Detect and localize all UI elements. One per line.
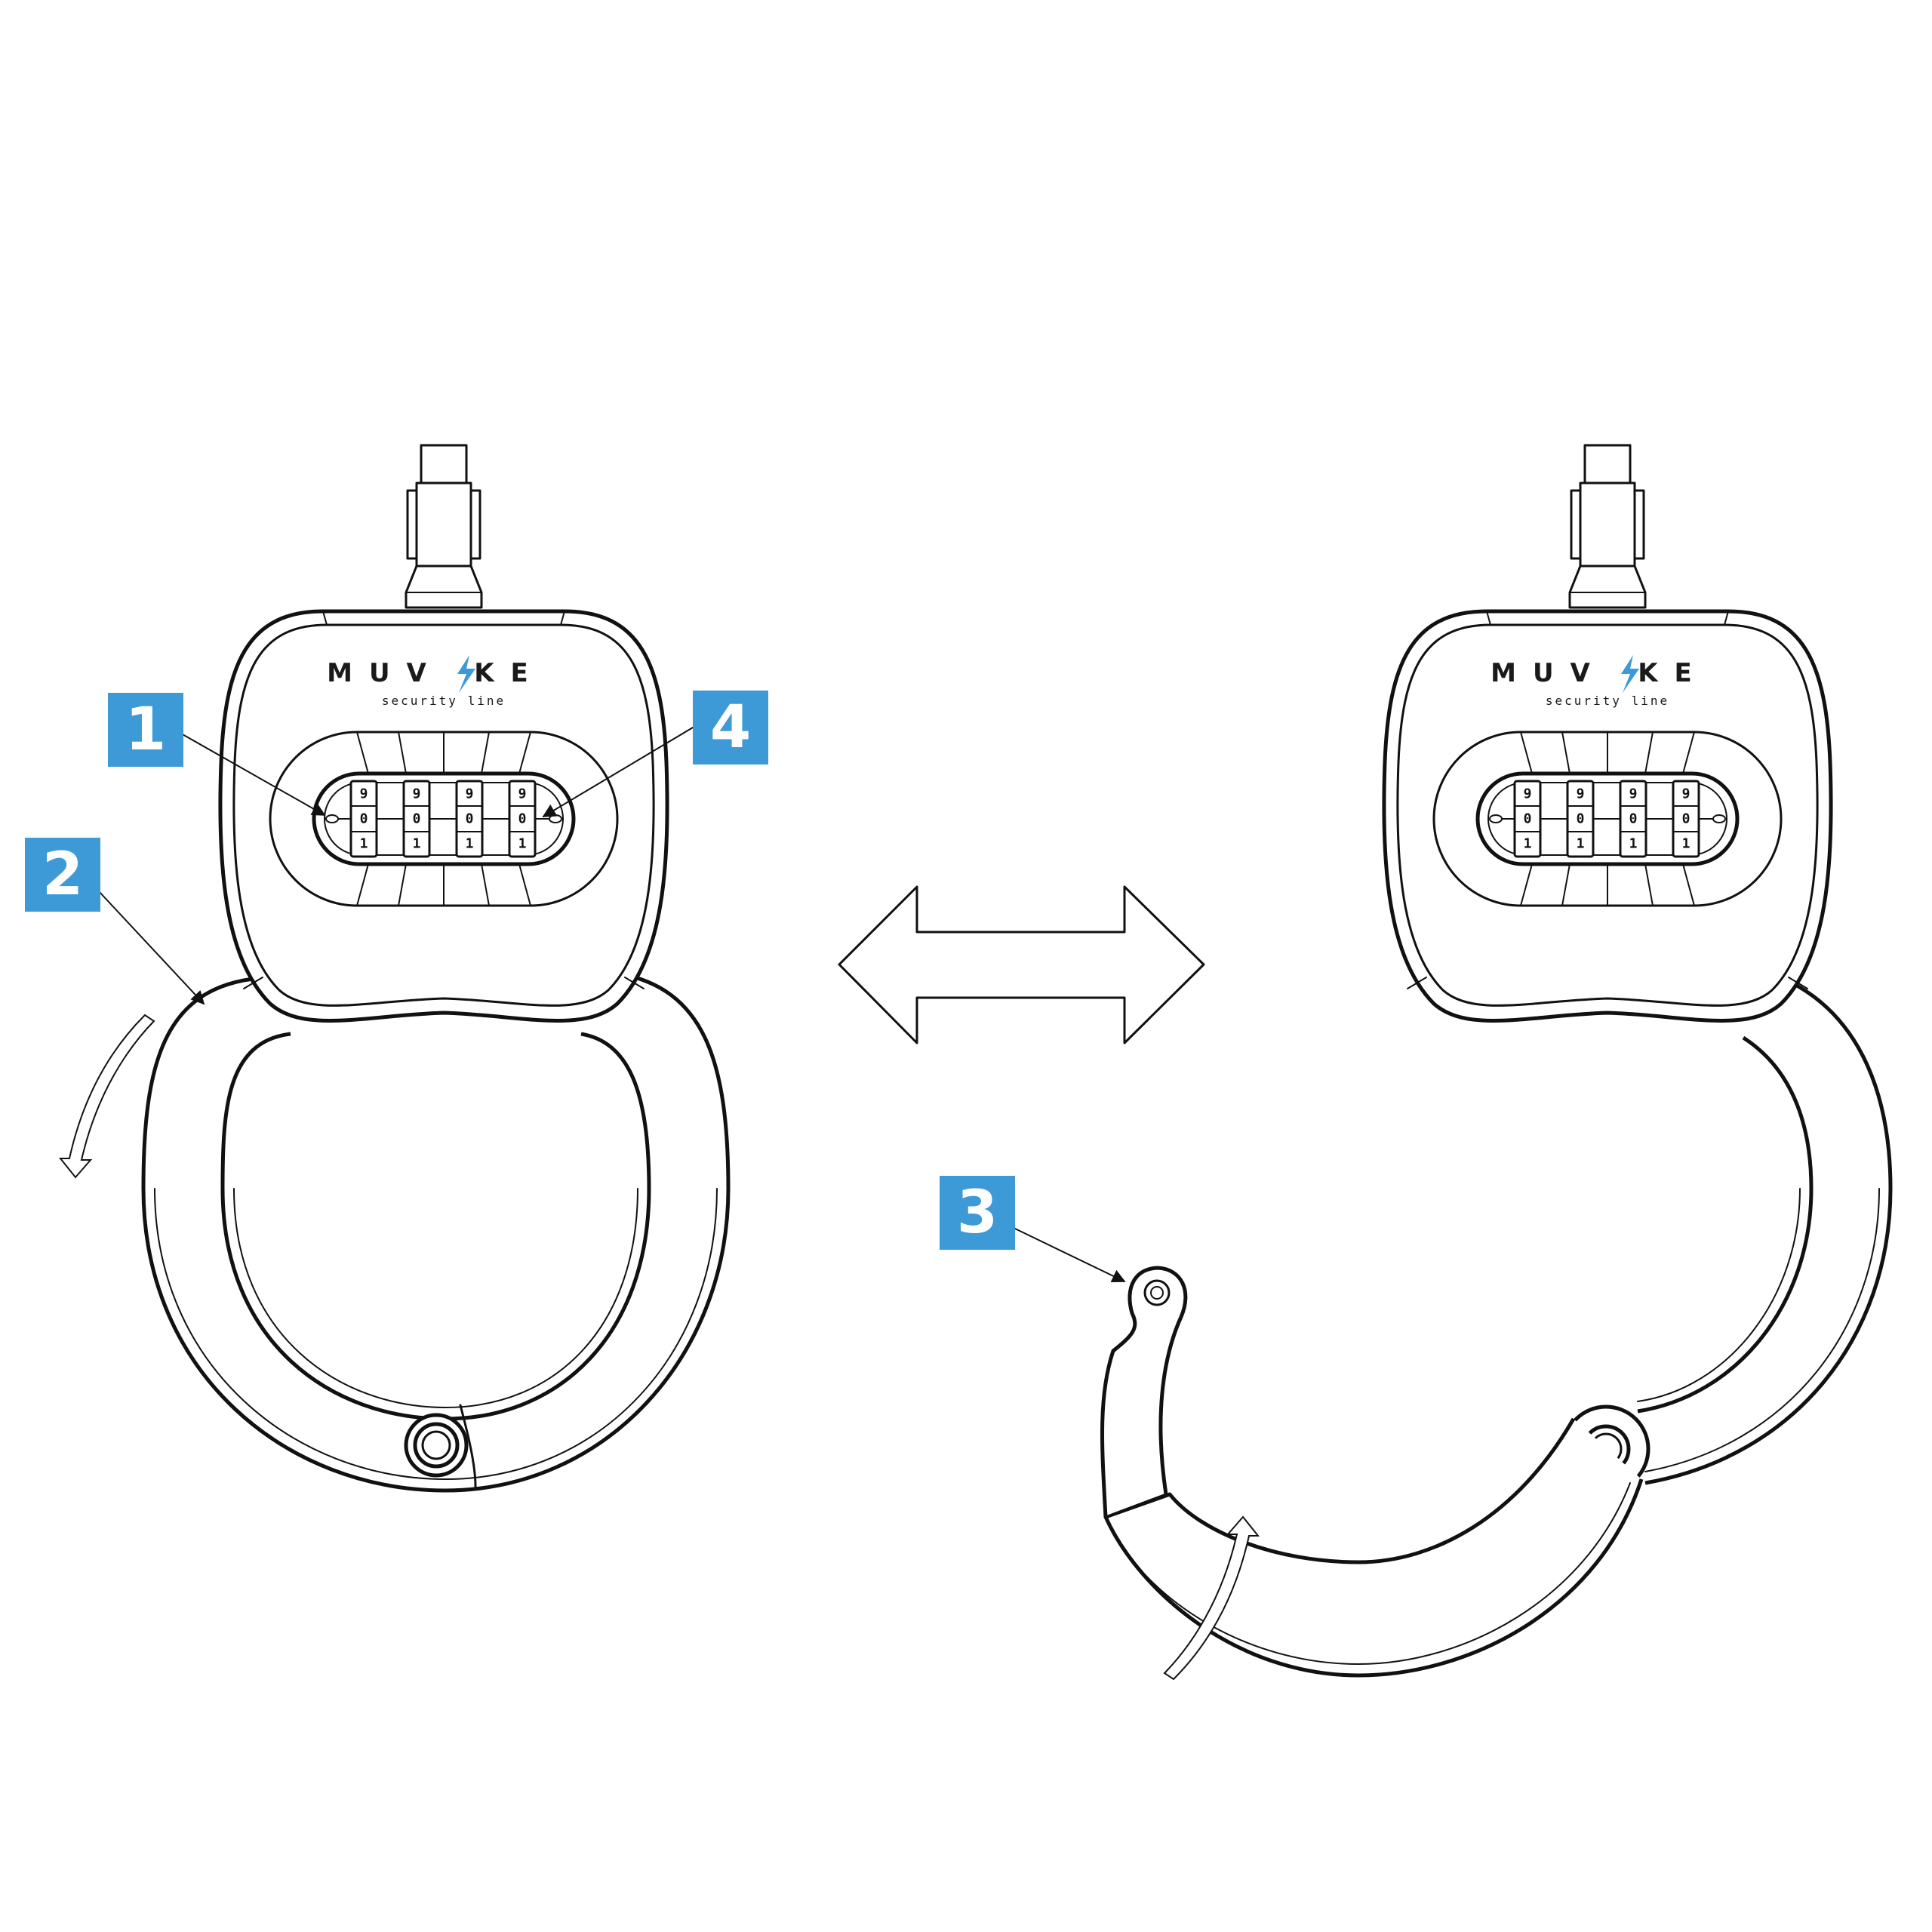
dial-digit: 9 bbox=[466, 786, 474, 802]
callout-4: 4 bbox=[542, 691, 768, 817]
dial-digit: 0 bbox=[360, 811, 368, 827]
brand-tagline: security line bbox=[1546, 694, 1669, 708]
curved-arrow-icon bbox=[60, 1014, 155, 1178]
dial-digit: 1 bbox=[1629, 836, 1638, 852]
dial-digit: 0 bbox=[413, 811, 421, 827]
dial-digit: 9 bbox=[360, 786, 368, 802]
dial-digit: 9 bbox=[518, 786, 527, 802]
brand-wordmark-left: MUV bbox=[1491, 658, 1607, 688]
dial-digit: 1 bbox=[1524, 836, 1532, 852]
dial-digit: 9 bbox=[413, 786, 421, 802]
dial-digit: 1 bbox=[360, 836, 368, 852]
brand-logo-left: MUV KE security line bbox=[327, 655, 545, 708]
dial-digit: 1 bbox=[1577, 836, 1585, 852]
callout-1: 1 bbox=[108, 693, 326, 816]
dial-digit: 0 bbox=[1629, 811, 1638, 827]
open-shackle bbox=[1100, 979, 1893, 1678]
combination-dial-left[interactable]: 9 0 1 9 0 1 9 0 1 9 0 1 bbox=[270, 732, 617, 906]
double-headed-arrow-icon bbox=[838, 885, 1205, 1044]
dial-digit: 9 bbox=[1629, 786, 1638, 802]
dial-digit: 1 bbox=[1682, 836, 1690, 852]
callout-label: 1 bbox=[125, 696, 166, 764]
lock-open: MUV KE security line 9 0 1 9 0 1 9 0 1 9… bbox=[1100, 445, 1893, 1680]
bolt-icon bbox=[457, 655, 475, 693]
callout-label: 2 bbox=[42, 841, 83, 909]
dial-digit: 0 bbox=[1682, 811, 1690, 827]
dial-digit: 9 bbox=[1524, 786, 1532, 802]
bolt-icon bbox=[1621, 655, 1639, 693]
dial-digit: 9 bbox=[1577, 786, 1585, 802]
dial-digit: 0 bbox=[1524, 811, 1532, 827]
brand-wordmark-left: MUV bbox=[327, 658, 443, 688]
dial-digit: 1 bbox=[413, 836, 421, 852]
dial-digit: 1 bbox=[466, 836, 474, 852]
brand-wordmark-right: KE bbox=[474, 658, 545, 688]
dial-digit: 9 bbox=[1682, 786, 1690, 802]
dial-digit: 0 bbox=[466, 811, 474, 827]
combination-dial-right[interactable]: 9 0 1 9 0 1 9 0 1 9 0 1 bbox=[1434, 732, 1781, 906]
brand-wordmark-right: KE bbox=[1638, 658, 1709, 688]
dial-digit: 1 bbox=[518, 836, 527, 852]
callout-2: 2 bbox=[25, 838, 205, 1005]
brand-tagline: security line bbox=[382, 694, 506, 708]
brand-logo-right: MUV KE security line bbox=[1491, 655, 1709, 708]
callout-label: 3 bbox=[957, 1179, 998, 1247]
dial-digit: 0 bbox=[1577, 811, 1585, 827]
callout-3: 3 bbox=[940, 1176, 1126, 1283]
dial-digit: 0 bbox=[518, 811, 527, 827]
callout-label: 4 bbox=[710, 694, 751, 761]
lock-closed: MUV KE security line 9 0 1 9 0 1 9 0 1 9… bbox=[60, 445, 731, 1493]
closed-shackle bbox=[141, 971, 731, 1493]
